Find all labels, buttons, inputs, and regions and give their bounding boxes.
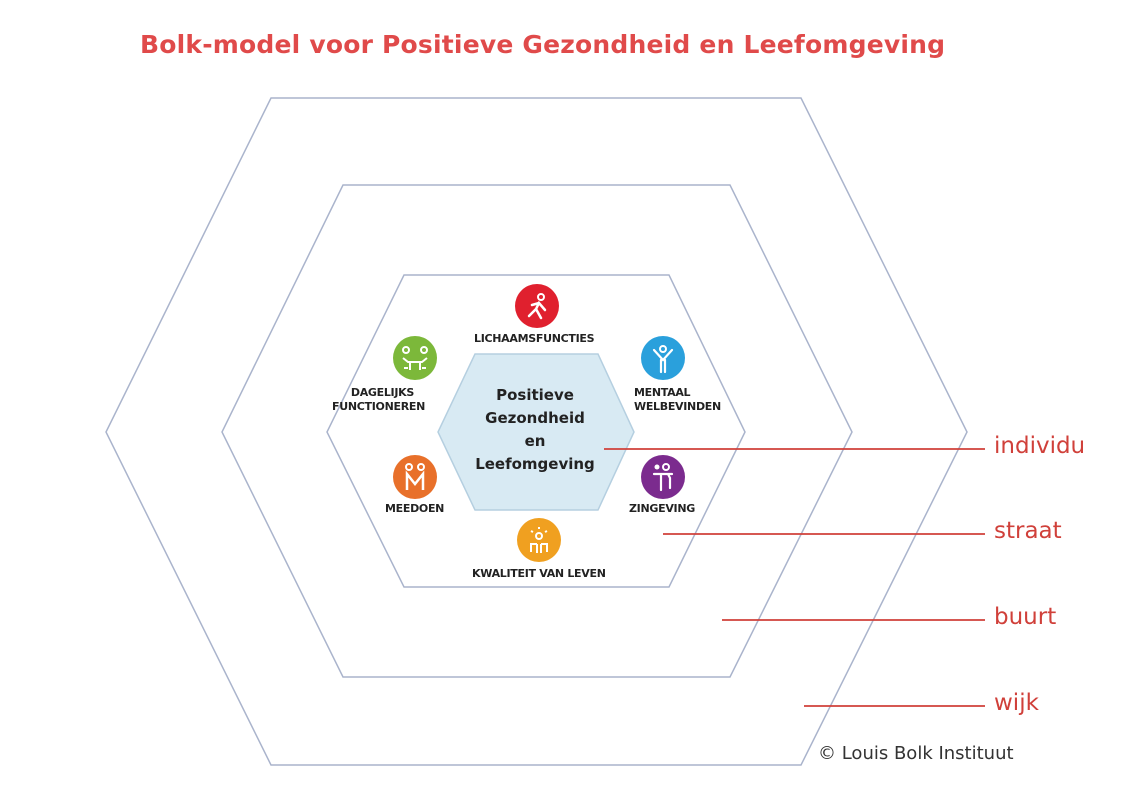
level-label-individu: individu (994, 433, 1086, 459)
label-kwaliteit-van-leven: KWALITEIT VAN LEVEN (472, 567, 606, 580)
center-line: Positieve (496, 386, 574, 404)
two-people-icon (393, 455, 437, 499)
center-label: Positieve Gezondheid en Leefomgeving (460, 384, 610, 476)
hexagon-straat (326, 274, 746, 588)
label-line: FUNCTIONEREN (332, 400, 425, 413)
label-lichaamsfuncties: LICHAAMSFUNCTIES (474, 332, 595, 345)
level-label-wijk: wijk (994, 690, 1039, 716)
label-zingeving: ZINGEVING (629, 502, 695, 515)
label-line: WELBEVINDEN (634, 400, 721, 413)
center-line: en (524, 432, 546, 450)
person-sun-icon (517, 518, 561, 562)
level-label-straat: straat (994, 518, 1062, 544)
people-table-icon (393, 336, 437, 380)
diagram-title: Bolk-model voor Positieve Gezondheid en … (140, 30, 946, 59)
person-heart-icon (641, 455, 685, 499)
label-line: MENTAAL (634, 386, 691, 399)
level-label-buurt: buurt (994, 604, 1057, 630)
center-line: Gezondheid (485, 409, 585, 427)
person-arms-up-icon (641, 336, 685, 380)
hexagon-wijk (105, 97, 968, 766)
hexagon-buurt (221, 184, 853, 678)
center-line: Leefomgeving (475, 455, 595, 473)
copyright: © Louis Bolk Instituut (818, 743, 1014, 764)
label-meedoen: MEEDOEN (385, 502, 445, 515)
hexagon-individu (437, 353, 635, 511)
label-line: DAGELIJKS (350, 386, 414, 399)
running-person-icon (515, 284, 559, 328)
